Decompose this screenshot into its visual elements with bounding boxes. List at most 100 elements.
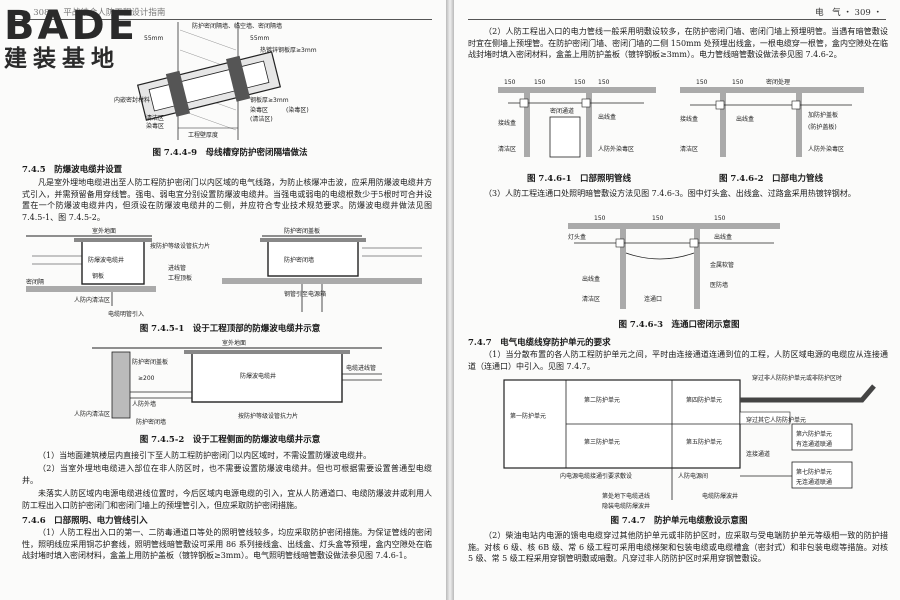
fig7452-label-1: ≥200 — [138, 375, 155, 382]
section-7-4-7-heading: 7.4.7 电气电缆线穿防护单元的要求 — [468, 338, 611, 348]
fig7461-label-8: 人防外染毒区 — [598, 145, 634, 153]
fig7463-label-6: 出线盒 — [582, 275, 600, 283]
right-page: 电 气 ・ 309 ・ （2）人防工程出入口的电力管线一般采用明敷设较多，在防护… — [454, 0, 900, 600]
fig747-label-9: 连接通道 — [746, 450, 770, 458]
right-running-head: 电 气 ・ 309 ・ — [815, 8, 882, 18]
fig747-label-10: 内电源电缆接通引要求敷设 — [560, 472, 632, 480]
fig7462-label-0: 150 — [696, 79, 708, 86]
figure-7-4-6-2: 150 150 密闭处理 接线盒 出线盒 加防护盖板 清洁区 人防外染毒区 (防… — [680, 78, 864, 157]
book-gutter — [446, 0, 454, 600]
fig7463-label-4: 150 — [714, 215, 726, 222]
fig7463-label-3: 150 — [652, 215, 664, 222]
fig747-label-3: 第三防护单元 — [584, 438, 620, 446]
fig7451-label-10: 电缆明管引入 — [108, 310, 144, 318]
fig747-label-11: 人防电源间 — [678, 472, 708, 480]
fig749-label-6: 染毒区 — [146, 122, 164, 130]
fig7463-label-1: 出线盒 — [714, 233, 732, 241]
fig747-label-5: 穿过非人防防护单元或非防护区时 — [752, 374, 842, 382]
left-header-rule — [14, 19, 432, 20]
section-7-4-6-body: （1）人防工程出入口的第一、二防毒通道口等处的照明管线较多，均应采取防护密闭措施… — [22, 528, 432, 560]
fig-7-4-4-9-caption: 图 7.4.4-9 母线槽穿防护密闭隔墙做法 — [152, 148, 308, 158]
fig747-label-8: 有连通道联通 — [796, 440, 832, 448]
fig749-label-10: (染毒区) — [286, 106, 309, 114]
fig7451-label-11: 钢管引至电源箱 — [284, 290, 326, 298]
fig-7-4-6-2-caption: 图 7.4.6-2 口部电力管线 — [718, 174, 824, 184]
fig-7-4-7-caption: 图 7.4.7 防护单元电缆敷设示意图 — [610, 516, 748, 526]
brand-sub: 建装基地 — [4, 46, 120, 72]
fig-7-4-6-3-caption: 图 7.4.6-3 连通口密闭示意图 — [618, 320, 740, 330]
section-7-4-7-body: （1）当分散布置的各人防工程防护单元之间，平时由连接通道连通到位的工程，人防区域… — [468, 350, 888, 371]
brand-logo: BADE 建装基地 — [4, 6, 154, 72]
fig7463-label-8: 连通口 — [644, 295, 662, 303]
fig747-label-0: 第一防护单元 — [510, 412, 546, 420]
fig7463-label-9: 医防墙 — [710, 281, 728, 289]
fig749-label-4: 内嵌密封材料 — [114, 96, 150, 104]
fig-7-4-5-1-caption: 图 7.4.5-1 设于工程顶部的防爆波电缆井示意 — [139, 324, 321, 334]
fig7461-label-2: 150 — [574, 79, 586, 86]
fig747-label-2: 第四防护单元 — [686, 396, 722, 404]
fig747-label-12: 第七防护单元 — [796, 468, 832, 476]
figure-7-4-6-3: 灯头盒 出线盒 150 150 150 金属软管 出线盒 清洁区 连通口 医防墙 — [568, 215, 780, 309]
section-7-4-5-heading: 7.4.5 防爆波电缆井设置 — [22, 165, 123, 175]
figure-7-4-6-1: 150 150 150 150 接线盒 密闭通道 出线盒 清洁区 人防外染毒区 — [498, 79, 656, 158]
section-7-4-5-body: 凡是室外埋地电缆进出至人防工程防护密闭门以内区域的电气线路，为防止核爆冲击波，应… — [22, 178, 432, 222]
fig749-label-5: 清洁区 — [146, 114, 164, 122]
fig7451-label-0: 室外地面 — [92, 227, 116, 235]
left-para-3: 未落实人防区域内电源电缆进线位置时，今后区域内电源电缆的引入，宜从人防通道口、电… — [22, 489, 432, 510]
fig7452-label-3: 防爆波电缆井 — [240, 372, 276, 380]
fig7452-label-2: 防护密闭盖板 — [132, 358, 168, 366]
left-para-2: （2）当室外埋地电缆进入部位在非人防区时，也不需要设置防爆波电缆井。但也可根据需… — [22, 464, 432, 485]
fig7462-label-5: 加防护盖板 — [808, 111, 838, 119]
brand-name: BADE — [4, 3, 138, 49]
fig7463-label-7: 清洁区 — [582, 295, 600, 303]
fig7451-label-1: 按防护等级设管抗力片 — [150, 242, 210, 250]
right-para-2: （2）人防工程出入口的电力管线一般采用明敷设较多，在防护密闭门墙、密闭门墙上预埋… — [468, 27, 888, 59]
fig749-label-3: 热镀锌钢板厚≥3mm — [260, 46, 317, 54]
section-7-4-6-heading: 7.4.6 口部照明、电力管线引入 — [22, 516, 148, 526]
fig749-label-7: 钢板厚≥3mm — [250, 96, 289, 104]
fig747-label-16: 电缆防爆波井 — [702, 492, 738, 500]
fig7461-label-6: 出线盒 — [598, 113, 616, 121]
fig7452-label-4: 电缆进线管 — [346, 364, 376, 372]
left-running-head: ・ 308 ・ 平战结合人防工程设计指南 — [22, 8, 166, 18]
left-para-1: （1）当地面建筑楼层内直接引下至人防工程防护密闭门以内区域时，不需设置防爆波电缆… — [38, 451, 372, 460]
fig747-label-15: 隐装电缆防爆波井 — [602, 502, 650, 510]
fig7451-label-2: 防爆波电缆井 — [88, 256, 124, 264]
fig749-label-9: (清洁区) — [250, 115, 273, 123]
fig7463-label-5: 金属软管 — [710, 261, 734, 269]
fig7462-label-1: 150 — [732, 79, 744, 86]
figure-7-4-5-2: 室外地面 ≥200 防护密闭盖板 防爆波电缆井 电缆进线管 人防外墙 人防内清洁… — [74, 339, 382, 426]
fig7451-label-7: 防护密闭墙 — [284, 256, 314, 264]
fig747-label-14: 第处地下电缆进线 — [602, 492, 650, 500]
fig7461-label-7: 清洁区 — [498, 145, 516, 153]
fig7451-label-3: 进线管 — [168, 264, 186, 272]
fig749-label-0: 防护密闭隔墙、临空墙、密闭隔墙 — [192, 22, 282, 30]
fig747-label-13: 无连通道联通 — [796, 478, 832, 486]
fig7462-label-3: 接线盒 — [680, 115, 698, 123]
fig7461-label-4: 接线盒 — [498, 119, 516, 127]
fig-7-4-5-2-caption: 图 7.4.5-2 设于工程侧面的防爆波电缆井示意 — [139, 435, 321, 445]
fig7452-label-5: 人防外墙 — [132, 400, 156, 408]
fig7452-label-7: 防护密闭墙 — [136, 418, 166, 426]
fig7461-label-1: 150 — [534, 79, 546, 86]
fig747-label-7: 第六防护单元 — [796, 430, 832, 438]
fig7462-label-2: 密闭处理 — [766, 78, 790, 86]
fig7463-label-0: 灯头盒 — [568, 233, 586, 241]
fig7451-label-9: 密闭隔 — [26, 278, 44, 286]
fig7462-label-8: (防护盖板) — [808, 123, 837, 131]
fig7452-label-8: 按防护等级设管抗力片 — [238, 412, 298, 420]
fig749-label-2: 55mm — [250, 35, 269, 42]
fig7451-label-4: 工程顶板 — [168, 274, 192, 282]
fig-7-4-6-1-caption: 图 7.4.6-1 口部照明管线 — [526, 174, 632, 184]
right-header-rule — [468, 19, 886, 20]
fig7461-label-3: 150 — [598, 79, 610, 86]
fig749-label-11: 工程壁厚度 — [188, 131, 218, 139]
fig747-label-4: 第五防护单元 — [686, 438, 722, 446]
figure-7-4-7: 第一防护单元 第二防护单元 第四防护单元 第三防护单元 第五防护单元 穿过非人防… — [503, 374, 876, 510]
fig7451-label-5: 防护密闭盖板 — [284, 227, 320, 235]
fig749-label-8: 染毒区 — [250, 106, 268, 114]
right-last-para: （2）柴油电站内电源的馈电电缆穿过其他防护单元或非防护区时，应采取与受电端防护单… — [468, 531, 888, 563]
left-page: ・ 308 ・ 平战结合人防工程设计指南 BADE 建装基地 防护密闭隔墙、临空… — [0, 0, 446, 600]
fig7463-label-2: 150 — [594, 215, 606, 222]
